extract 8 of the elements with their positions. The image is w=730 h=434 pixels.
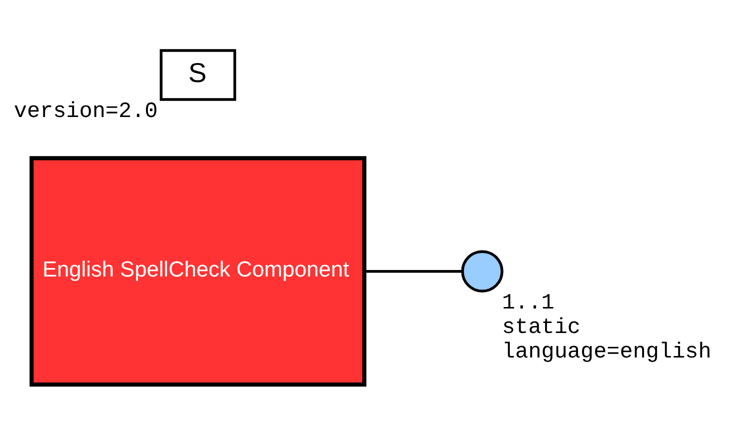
node-label: version=2.0 (14, 98, 158, 124)
node-semicircle (461, 250, 504, 292)
node-label: language=english (502, 339, 712, 364)
connector (364, 270, 462, 272)
node-box: S (160, 48, 236, 100)
node-label: static (502, 314, 581, 340)
node-box: English SpellCheck Component (30, 156, 366, 386)
node-label: 1..1 (502, 290, 554, 316)
